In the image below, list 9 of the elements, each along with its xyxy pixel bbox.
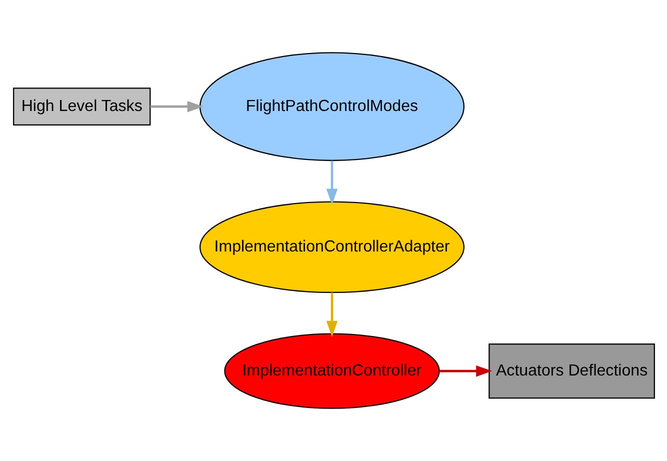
node-ellipse: ImplementationControllerAdapter <box>198 201 464 294</box>
node-ellipse: ImplementationController <box>224 333 440 409</box>
arrow <box>150 100 203 112</box>
arrow <box>326 160 338 205</box>
arrow <box>326 292 338 337</box>
node-ellipse: FlightPathControlModes <box>198 52 464 162</box>
node-box: High Level Tasks <box>12 88 150 126</box>
arrow <box>439 365 492 377</box>
node-box: Actuators Deflections <box>488 344 654 399</box>
